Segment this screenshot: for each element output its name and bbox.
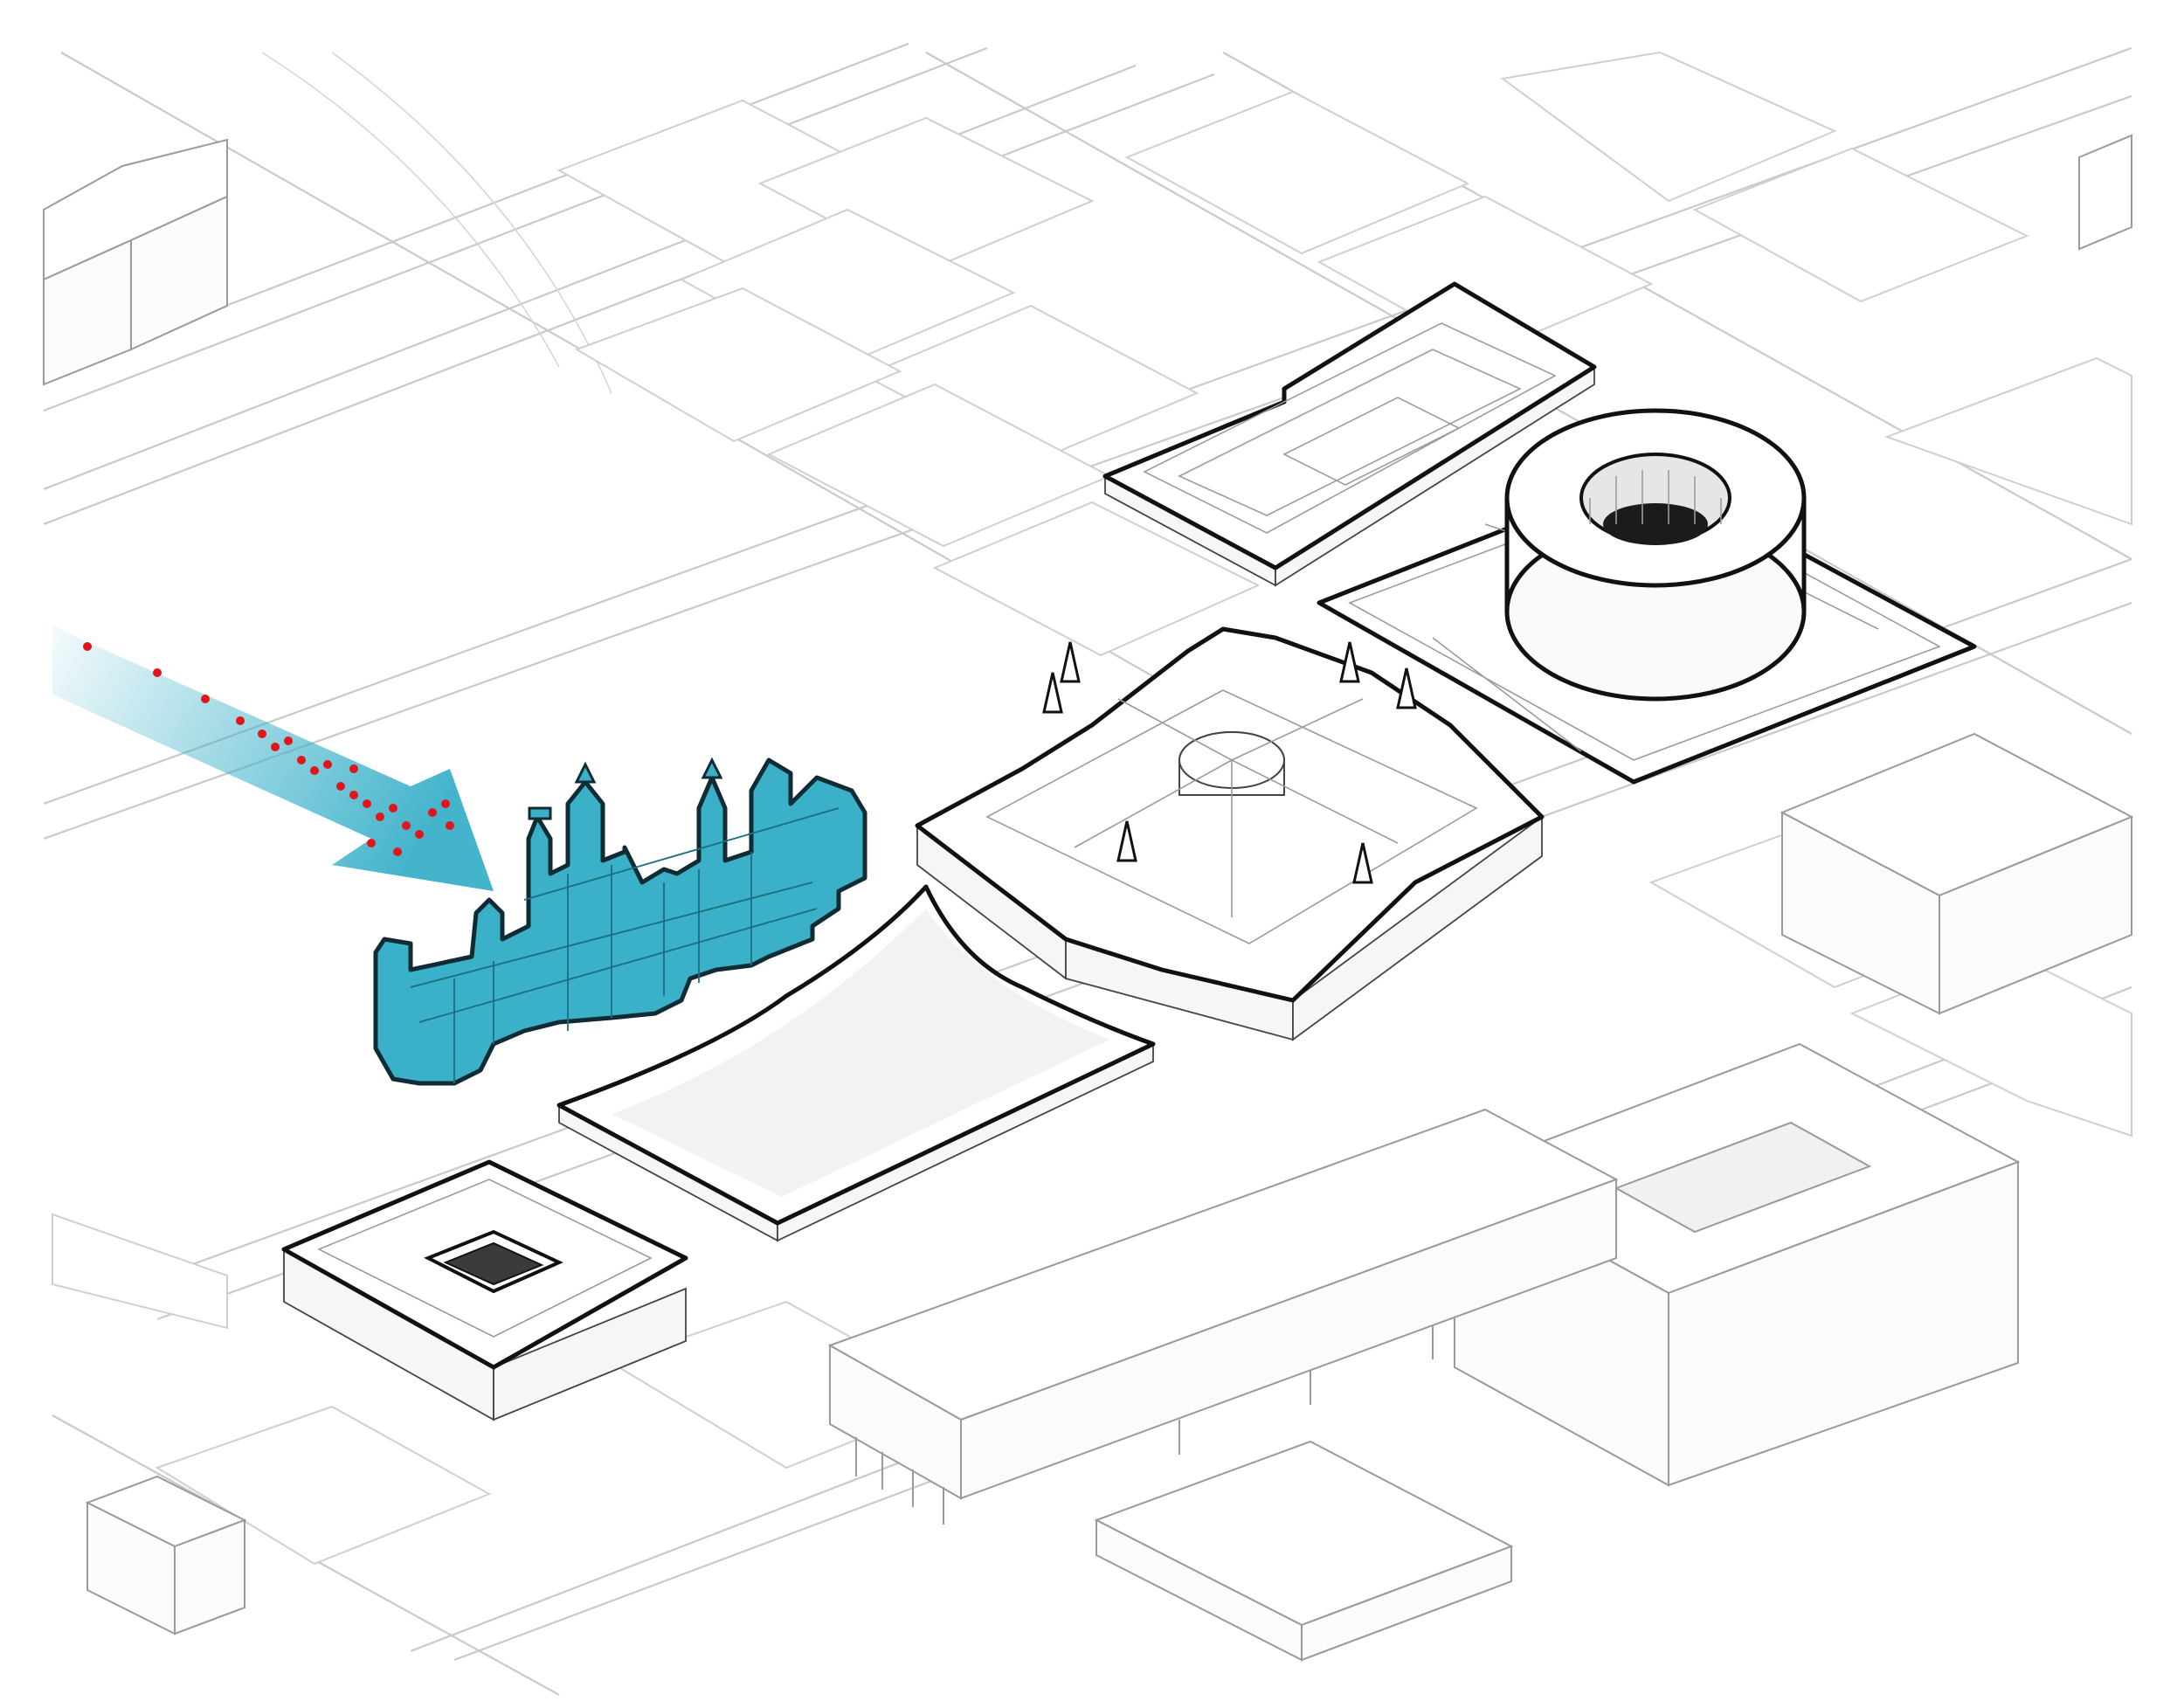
- context-building-upper-right: [2078, 134, 2132, 251]
- context-low-block-bottom: [1094, 1440, 1514, 1662]
- context-building-lower-left: [85, 1475, 247, 1635]
- courtyard-building-icon: [281, 1159, 688, 1421]
- context-tower-right: [1780, 732, 2134, 1015]
- visitor-markers: [83, 642, 454, 856]
- visitor-flow-arrow-icon: [52, 625, 494, 891]
- pavilion-icon: [915, 626, 1545, 1041]
- long-block-icon: [1102, 281, 1597, 587]
- ring-building-icon: [1317, 408, 1977, 785]
- context-building-upper-left: [43, 138, 228, 386]
- curved-roof-icon: [556, 884, 1156, 1242]
- castle-icon: [373, 757, 867, 1086]
- context-long-slab: [827, 1108, 1619, 1525]
